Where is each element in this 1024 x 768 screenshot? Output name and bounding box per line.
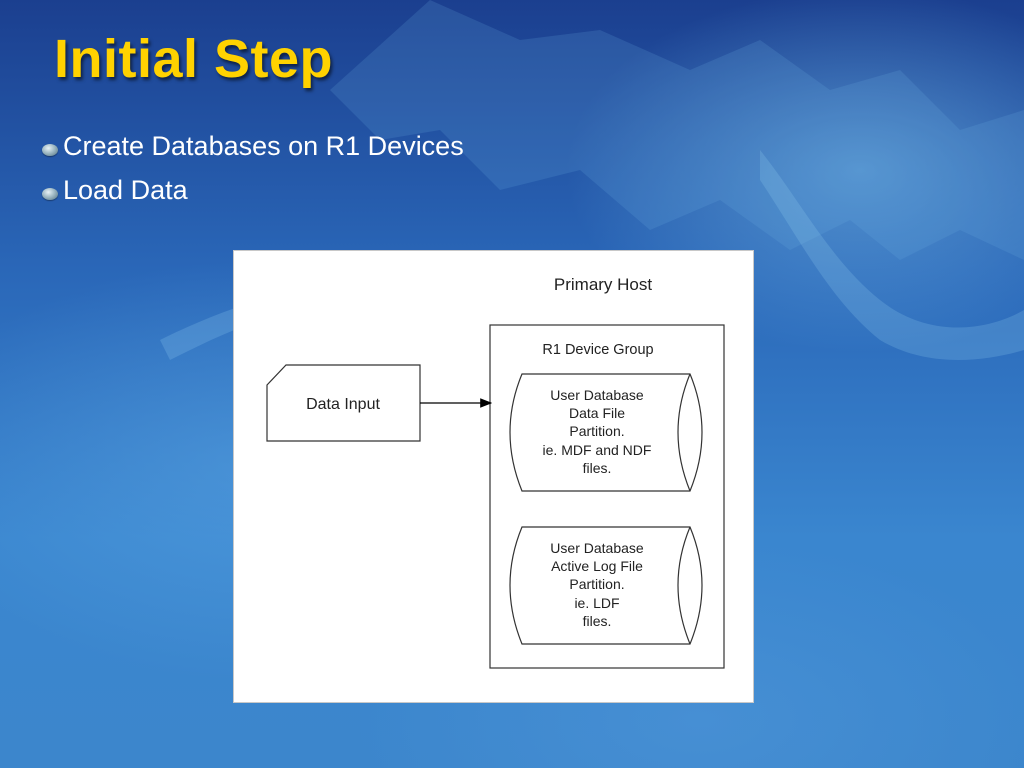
data-partition-line: Data File: [569, 405, 625, 421]
bullet-text: Create Databases on R1 Devices: [63, 130, 464, 161]
log-partition-line: Active Log File: [551, 558, 643, 574]
device-group-label: R1 Device Group: [542, 342, 653, 358]
bullet-item: Load Data: [42, 168, 464, 212]
log-partition-line: files.: [583, 613, 612, 629]
bullet-icon: [42, 144, 58, 156]
bullet-icon: [42, 188, 58, 200]
data-input-label: Data Input: [306, 396, 380, 413]
bullet-item: Create Databases on R1 Devices: [42, 124, 464, 168]
log-partition-line: Partition.: [569, 576, 624, 592]
data-partition-line: User Database: [550, 387, 644, 403]
slide-title: Initial Step: [54, 29, 334, 89]
bullet-text: Load Data: [63, 174, 188, 205]
primary-host-label: Primary Host: [554, 275, 653, 294]
data-partition-line: files.: [583, 460, 612, 476]
log-partition-line: ie. LDF: [574, 595, 619, 611]
data-partition-line: ie. MDF and NDF: [543, 442, 652, 458]
device-group-box: [489, 324, 725, 669]
diagram-canvas: Primary Host R1 Device Group Data Input …: [266, 275, 725, 669]
diagram-panel: Primary Host R1 Device Group Data Input …: [233, 250, 754, 703]
data-partition-line: Partition.: [569, 423, 624, 439]
log-partition-line: User Database: [550, 540, 644, 556]
bullet-list: Create Databases on R1 Devices Load Data: [42, 124, 464, 212]
log-file-partition-storage: [509, 526, 703, 645]
data-file-partition-storage: [509, 373, 703, 492]
